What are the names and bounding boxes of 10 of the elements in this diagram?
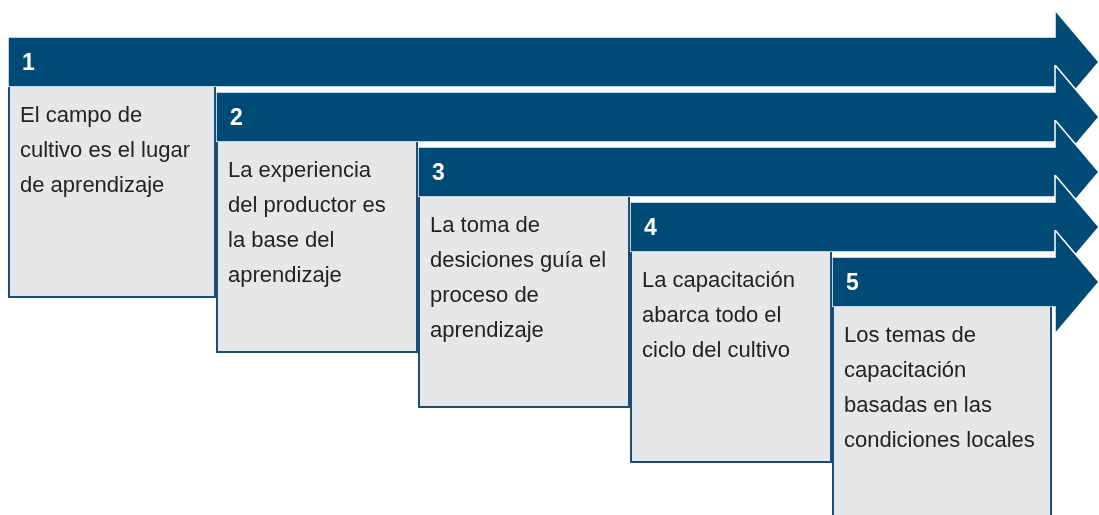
step-description-panel: La experiencia del productor es la base del aprendizaje [216,142,418,353]
step-number: 3 [432,159,445,185]
step-description-panel: El campo de cultivo es el lugar de aprendizaje [8,87,216,298]
step-number: 4 [644,214,657,240]
step-description-panel: La toma de desiciones guía el proceso de aprendizaje [418,197,630,408]
step-number: 2 [230,104,243,130]
step-number: 5 [846,269,859,295]
step-description-panel: Los temas de capacitación basadas en las condiciones locales [832,307,1052,515]
step-number: 1 [22,49,35,75]
step-description-panel: La capacitación abarca todo el ciclo del cultivo [630,252,832,463]
